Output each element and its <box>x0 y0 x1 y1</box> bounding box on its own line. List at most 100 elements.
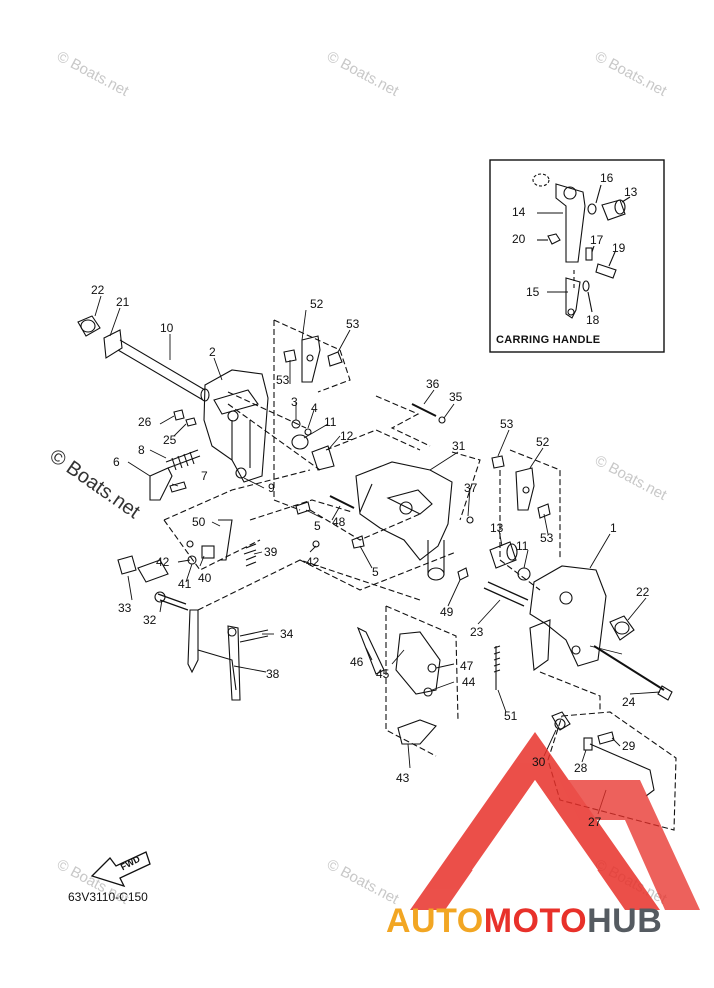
callout-28: 28 <box>574 761 588 775</box>
brand-hub: HUB <box>587 902 663 940</box>
part-29 <box>597 731 615 745</box>
callout-4: 4 <box>311 401 318 415</box>
callout-17: 17 <box>590 233 604 247</box>
brand-wordmark: AUTOMOTOHUB <box>386 902 662 941</box>
callout-30: 30 <box>532 755 546 769</box>
callout-36: 36 <box>426 377 440 391</box>
callout-14: 14 <box>512 205 526 219</box>
callout-11: 11 <box>324 415 337 429</box>
callout-39: 39 <box>264 545 278 559</box>
bolt-46 <box>356 626 385 675</box>
callout-25: 25 <box>163 433 177 447</box>
callout-37: 37 <box>464 481 478 495</box>
pin-32 <box>157 593 189 611</box>
bolt-5-b <box>351 535 365 549</box>
nut-30 <box>551 711 571 731</box>
plate-52-upper <box>301 335 321 383</box>
callout-23: 23 <box>470 625 484 639</box>
bolt-5-a <box>295 501 311 515</box>
callout-26: 26 <box>138 415 152 429</box>
swivel-bracket-31 <box>355 461 453 581</box>
nut-4 <box>304 428 312 436</box>
callout-42: 42 <box>306 555 320 569</box>
clamp-bracket-2 <box>203 369 269 483</box>
callout-53: 53 <box>500 417 514 431</box>
callout-46: 46 <box>350 655 364 669</box>
callout-34: 34 <box>280 627 294 641</box>
callout-33: 33 <box>118 601 132 615</box>
callout-47: 47 <box>460 659 474 673</box>
part-49 <box>457 567 469 581</box>
callout-16: 16 <box>600 171 614 185</box>
bolt-53-upper <box>327 351 343 367</box>
spring-50 <box>218 519 233 561</box>
callout-3: 3 <box>291 395 298 409</box>
bolt-3 <box>291 419 301 429</box>
part-28 <box>583 737 593 751</box>
group-outline-left <box>163 319 351 571</box>
bolt-53-right-top <box>491 455 505 469</box>
brand-triangle-logo <box>410 732 700 910</box>
collar-12 <box>311 445 335 471</box>
callout-52: 52 <box>310 297 324 311</box>
shaft-23 <box>483 581 529 607</box>
callout-12: 12 <box>340 429 354 443</box>
callout-32: 32 <box>143 613 157 627</box>
callout-42: 42 <box>156 555 170 569</box>
callout-50: 50 <box>192 515 206 529</box>
callout-22: 22 <box>636 585 650 599</box>
inset-title: CARRING HANDLE <box>496 334 601 346</box>
nut-35 <box>438 416 446 424</box>
nut-37 <box>466 516 474 524</box>
callout-27: 27 <box>588 815 602 829</box>
diagram-code: 63V3110-C150 <box>68 890 148 904</box>
callout-24: 24 <box>622 695 636 709</box>
callout-41: 41 <box>178 577 192 591</box>
tilt-lever-38 <box>187 609 241 701</box>
fwd-arrow-icon <box>90 851 151 888</box>
washer-11 <box>291 434 309 450</box>
bolt-34 <box>239 629 269 643</box>
part-43 <box>397 719 437 745</box>
callout-53: 53 <box>346 317 360 331</box>
callout-20: 20 <box>512 232 526 246</box>
callout-9: 9 <box>268 481 275 495</box>
leader-lines <box>94 295 661 815</box>
callout-52: 52 <box>536 435 550 449</box>
callout-13: 13 <box>624 185 638 199</box>
callout-5: 5 <box>372 565 379 579</box>
callout-29: 29 <box>622 739 636 753</box>
bolt-53-upper-left <box>283 349 297 363</box>
callout-7: 7 <box>201 469 208 483</box>
bolt-7 <box>169 481 187 493</box>
carrying-handle-parts <box>532 173 626 319</box>
callout-35: 35 <box>449 390 463 404</box>
callout-40: 40 <box>198 571 212 585</box>
part-45 <box>395 631 441 695</box>
bushing-13 <box>489 541 517 569</box>
callout-11: 11 <box>516 539 529 553</box>
callout-53: 53 <box>540 531 554 545</box>
callout-21: 21 <box>116 295 130 309</box>
clip-42-a <box>186 540 194 548</box>
callout-43: 43 <box>396 771 410 785</box>
carrying-handle-inset-box <box>489 159 665 353</box>
rod-27 <box>589 743 655 797</box>
bolt-24 <box>593 645 665 691</box>
clip-42-b <box>312 540 320 548</box>
callout-18: 18 <box>586 313 600 327</box>
callout-45: 45 <box>376 667 390 681</box>
callout-2: 2 <box>209 345 216 359</box>
callout-31: 31 <box>452 439 466 453</box>
callout-8: 8 <box>138 443 145 457</box>
part-33 <box>117 555 137 575</box>
callout-5: 5 <box>314 519 321 533</box>
brand-moto: MOTO <box>483 902 588 940</box>
spring-8 <box>165 449 201 471</box>
bolt-53-right-low <box>537 503 551 519</box>
spring-51 <box>493 645 501 690</box>
spring-39 <box>243 543 257 567</box>
callout-10: 10 <box>160 321 174 335</box>
callout-1: 1 <box>610 521 617 535</box>
callout-13: 13 <box>490 521 504 535</box>
